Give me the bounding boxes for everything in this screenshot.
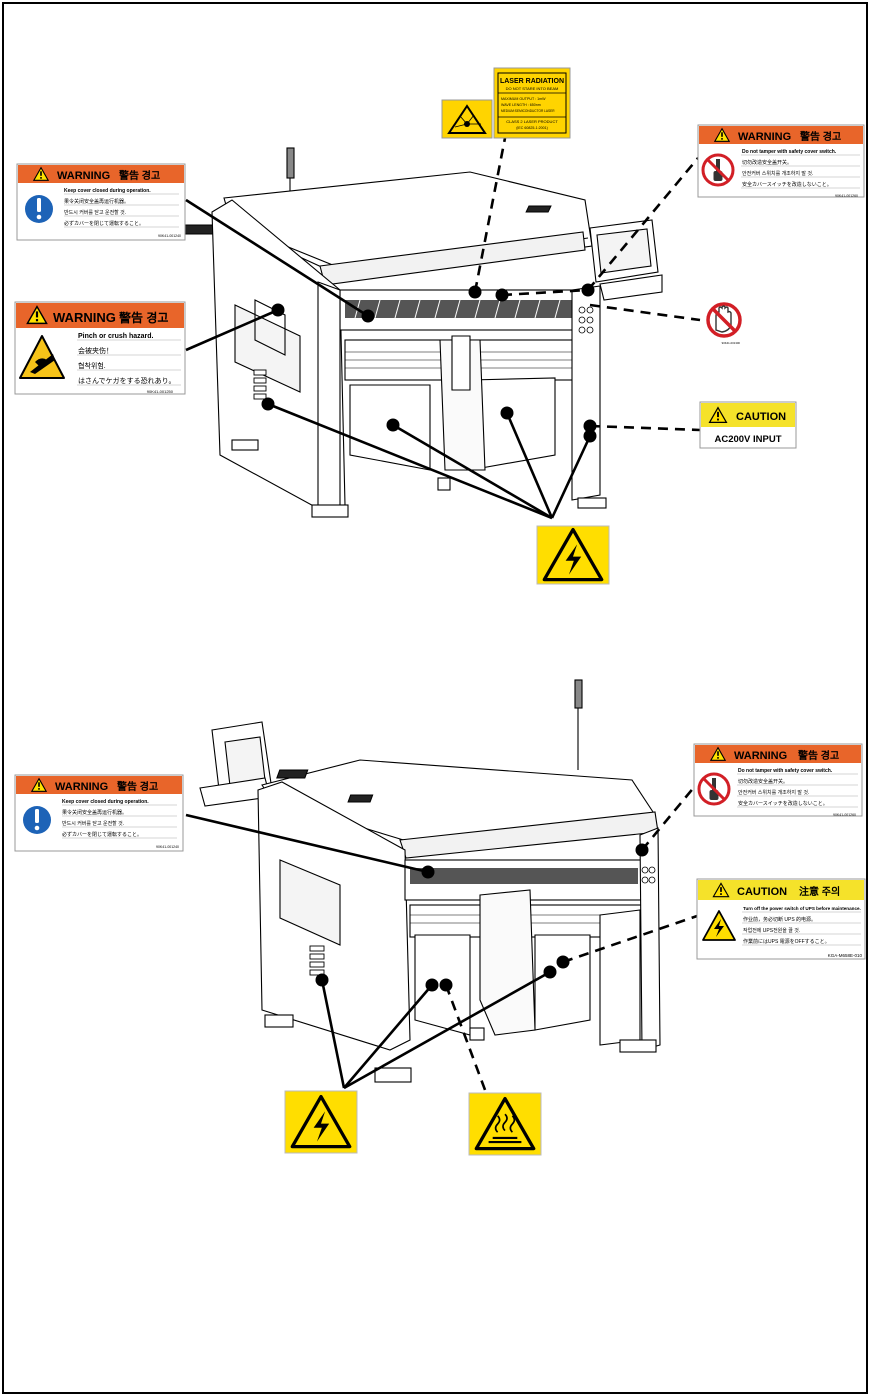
laser-label: LASER RADIATION DO NOT STARE INTO BEAM M…	[441, 67, 571, 139]
svg-text:협착위험.: 협착위험.	[78, 361, 106, 370]
electrical-hazard-small-icon	[702, 910, 736, 941]
pinch-hazard-icon	[19, 335, 65, 379]
svg-text:切勿改造安全盖开关。: 切勿改造安全盖开关。	[742, 159, 792, 166]
svg-text:必ずカバーを閉じて運転すること。: 必ずカバーを閉じて運転すること。	[64, 220, 144, 227]
svg-text:90K41-001260: 90K41-001260	[833, 813, 856, 817]
svg-text:WARNING: WARNING	[738, 131, 791, 143]
svg-text:90K41-001240: 90K41-001240	[158, 234, 181, 238]
svg-text:安全カバースイッチを改造しないこと。: 安全カバースイッチを改造しないこと。	[738, 800, 828, 807]
warning-word: WARNING	[57, 170, 110, 182]
warning-label-tamper-rear: WARNING 警告 경고 Do not tamper with safety …	[693, 743, 863, 817]
no-hands-icon: 90K41-001300	[706, 302, 742, 345]
svg-text:警告 경고: 警告 경고	[797, 749, 839, 762]
svg-text:반드시 커버를 닫고 운전할 것.: 반드시 커버를 닫고 운전할 것.	[64, 209, 126, 216]
svg-text:WARNING: WARNING	[734, 750, 787, 762]
svg-text:90K41-001240: 90K41-001240	[156, 845, 179, 849]
hot-surface-icon	[468, 1092, 542, 1156]
svg-text:CAUTION: CAUTION	[736, 411, 786, 423]
warning-label-tamper-front: WARNING 警告 경고 Do not tamper with safety …	[697, 124, 865, 198]
svg-text:AC200V INPUT: AC200V INPUT	[714, 434, 781, 445]
svg-text:WARNING: WARNING	[55, 781, 108, 793]
machine-rear-drawing	[199, 679, 661, 1083]
svg-text:안전커버 스위치를 개조하지 말 것.: 안전커버 스위치를 개조하지 말 것.	[738, 789, 809, 796]
caution-label-ac200v: CAUTION AC200V INPUT	[699, 401, 797, 449]
svg-text:警告 경고: 警告 경고	[118, 310, 168, 325]
svg-text:Keep cover closed during opera: Keep cover closed during operation.	[62, 799, 149, 805]
svg-text:作業前にはUPS 電源をOFFすること。: 作業前にはUPS 電源をOFFすること。	[743, 938, 830, 945]
svg-text:はさんでケガをする恐れあり。: はさんでケガをする恐れあり。	[78, 376, 176, 385]
rear-leader-lines	[185, 779, 702, 1099]
warning-label-pinch: WARNING 警告 경고 Pinch or crush hazard. 会被夹…	[14, 301, 186, 395]
laser-text-1: LASER RADIATION	[500, 78, 564, 85]
laser-text-3: MAXIMUM OUTPUT : 1mW	[501, 97, 546, 101]
svg-text:警告 경고: 警告 경고	[116, 780, 158, 793]
laser-text-4: WAVE LENGTH : 650nm	[501, 103, 541, 107]
svg-text:会被夹伤！: 会被夹伤！	[78, 346, 113, 355]
svg-text:切勿改造安全盖开关。: 切勿改造安全盖开关。	[738, 778, 788, 785]
laser-text-5: MEDIUM:SEMICONDUCTOR LASER	[501, 109, 555, 113]
svg-text:90K41-001260: 90K41-001260	[835, 194, 858, 198]
machine-front-drawing	[180, 147, 663, 518]
svg-text:果令关闭安全盖再运行机器。: 果令关闭安全盖再运行机器。	[62, 809, 127, 816]
svg-text:90K41-001250: 90K41-001250	[147, 389, 174, 394]
svg-text:Keep cover closed during opera: Keep cover closed during operation.	[64, 188, 151, 194]
svg-text:注意 주의: 注意 주의	[799, 885, 840, 898]
front-leader-lines	[185, 137, 701, 520]
svg-text:90K41-001300: 90K41-001300	[722, 341, 741, 345]
svg-text:CAUTION: CAUTION	[737, 886, 787, 898]
svg-text:警告 경고: 警告 경고	[799, 130, 841, 143]
svg-text:作业前，务必切断 UPS 的电源。: 作业前，务必切断 UPS 的电源。	[743, 916, 816, 923]
svg-text:작업전에 UPS전원을 끌 것.: 작업전에 UPS전원을 끌 것.	[743, 927, 800, 934]
laser-text-6: CLASS 2 LASER PRODUCT	[506, 119, 558, 124]
svg-text:안전커버 스위치를 개조하지 말 것.: 안전커버 스위치를 개조하지 말 것.	[742, 170, 813, 177]
svg-text:Do not tamper with safety cove: Do not tamper with safety cover switch.	[738, 768, 833, 774]
svg-text:果令关闭安全盖再运行机器。: 果令关闭安全盖再运行机器。	[64, 198, 129, 205]
warning-label-keep-cover-front: WARNING 警告 경고 Keep cover closed during o…	[16, 163, 186, 241]
warning-label-keep-cover-rear: WARNING 警告 경고 Keep cover closed during o…	[14, 774, 184, 852]
svg-text:Pinch or crush hazard.: Pinch or crush hazard.	[78, 333, 154, 340]
svg-text:WARNING: WARNING	[53, 310, 116, 325]
rear-label-points	[315, 843, 649, 992]
svg-text:必ずカバーを閉じて運転すること。: 必ずカバーを閉じて運転すること。	[62, 831, 142, 838]
svg-text:Turn off the power switch of U: Turn off the power switch of UPS before …	[743, 906, 861, 911]
laser-text-7: (IEC 60825-1:2001)	[516, 126, 548, 130]
electrical-hazard-icon	[536, 525, 610, 585]
electrical-hazard-icon-rear	[284, 1090, 358, 1154]
front-label-points	[261, 283, 597, 443]
laser-text-2: DO NOT STARE INTO BEAM	[506, 86, 559, 91]
svg-text:반드시 커버를 닫고 운전할 것.: 반드시 커버를 닫고 운전할 것.	[62, 820, 124, 827]
caution-label-ups: CAUTION 注意 주의 Turn off the power switch …	[696, 878, 866, 960]
warning-cjk: 警告 경고	[118, 169, 160, 182]
svg-text:KGA-M658E-010: KGA-M658E-010	[828, 953, 863, 958]
svg-text:Do not tamper with safety cove: Do not tamper with safety cover switch.	[742, 149, 837, 155]
svg-text:安全カバースイッチを改造しないこと。: 安全カバースイッチを改造しないこと。	[742, 181, 832, 188]
